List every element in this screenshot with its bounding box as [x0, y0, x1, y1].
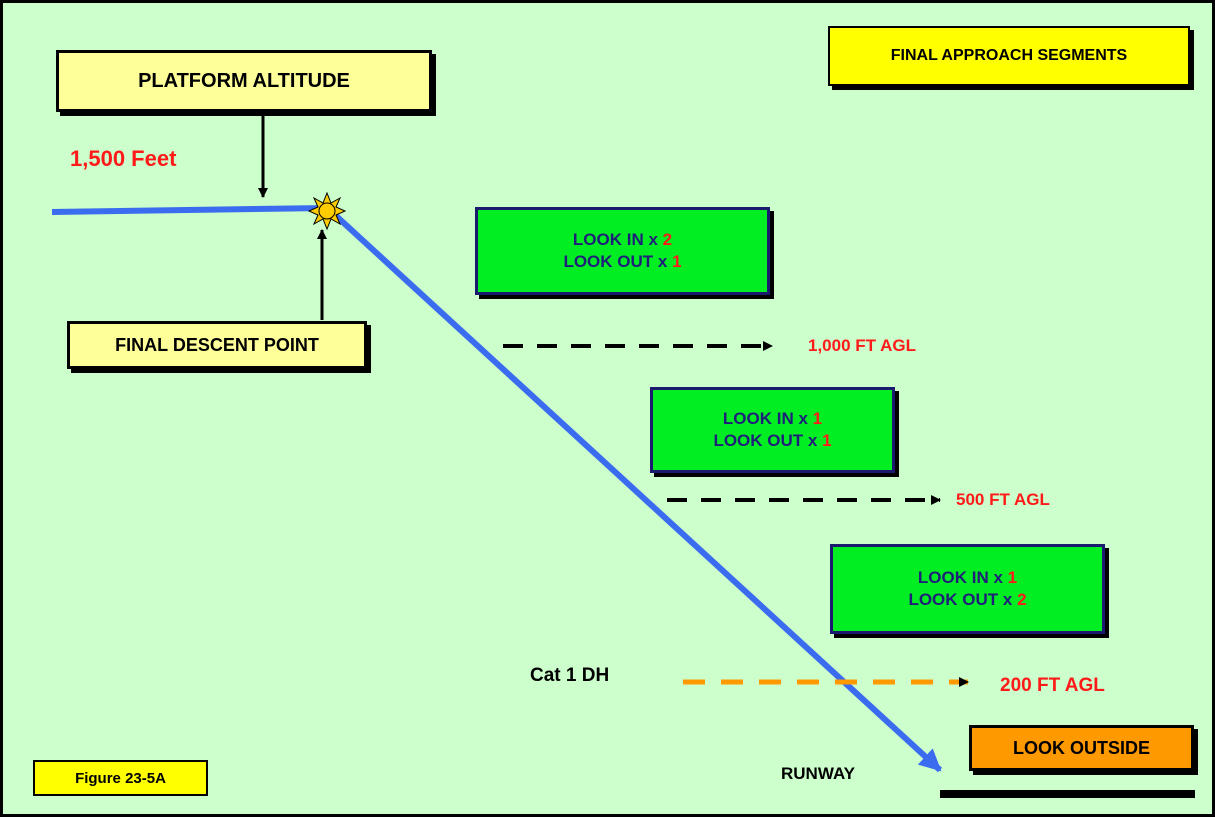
- altitude-500-label: 500 FT AGL: [956, 490, 1050, 509]
- look-out-count: 1: [672, 252, 682, 271]
- cat1-dh-label: Cat 1 DH: [530, 665, 610, 686]
- final-descent-point-box: FINAL DESCENT POINT: [67, 321, 367, 369]
- title-box: FINAL APPROACH SEGMENTS: [828, 26, 1190, 86]
- look-outside-box: LOOK OUTSIDE: [969, 725, 1194, 771]
- altitude-1000-label: 1,000 FT AGL: [808, 336, 917, 355]
- look-out-row: LOOK OUT x 1: [713, 430, 831, 452]
- look-in-count: 1: [1007, 568, 1018, 587]
- look-in-count: 2: [662, 230, 673, 249]
- look-in-row: LOOK IN x 1: [723, 408, 822, 430]
- look-outside-text: LOOK OUTSIDE: [1012, 737, 1150, 758]
- look-out-count: 1: [822, 431, 832, 450]
- look-in-label: LOOK IN x: [722, 409, 813, 428]
- final-descent-point-text: FINAL DESCENT POINT: [115, 334, 319, 355]
- title-text: FINAL APPROACH SEGMENTS: [890, 47, 1128, 64]
- platform-altitude-text: PLATFORM ALTITUDE: [138, 69, 350, 92]
- look-in-count: 1: [812, 409, 823, 428]
- segment-box-3: LOOK IN x 1 LOOK OUT x 2: [830, 544, 1105, 634]
- figure-label-box: Figure 23-5A: [33, 760, 208, 796]
- segment-box-1: LOOK IN x 2 LOOK OUT x 1: [475, 207, 770, 295]
- descent-point-star-icon: [307, 191, 347, 231]
- runway-strip: [940, 790, 1195, 798]
- look-in-row: LOOK IN x 2: [573, 229, 672, 251]
- look-out-label: LOOK OUT x: [713, 431, 823, 450]
- descent-path-line: [331, 211, 943, 773]
- look-out-row: LOOK OUT x 2: [908, 589, 1026, 611]
- look-in-label: LOOK IN x: [572, 230, 663, 249]
- altitude-200-label: 200 FT AGL: [1000, 675, 1105, 696]
- look-in-row: LOOK IN x 1: [918, 567, 1017, 589]
- platform-feet-label: 1,500 Feet: [70, 146, 177, 171]
- segment-box-2: LOOK IN x 1 LOOK OUT x 1: [650, 387, 895, 473]
- look-out-row: LOOK OUT x 1: [563, 251, 681, 273]
- look-out-count: 2: [1017, 590, 1027, 609]
- platform-altitude-box: PLATFORM ALTITUDE: [56, 50, 432, 112]
- look-in-label: LOOK IN x: [917, 568, 1008, 587]
- figure-label-text: Figure 23-5A: [75, 769, 166, 787]
- platform-altitude-line: [51, 205, 328, 215]
- look-out-label: LOOK OUT x: [563, 252, 673, 271]
- runway-label: RUNWAY: [781, 764, 855, 783]
- look-out-label: LOOK OUT x: [908, 590, 1018, 609]
